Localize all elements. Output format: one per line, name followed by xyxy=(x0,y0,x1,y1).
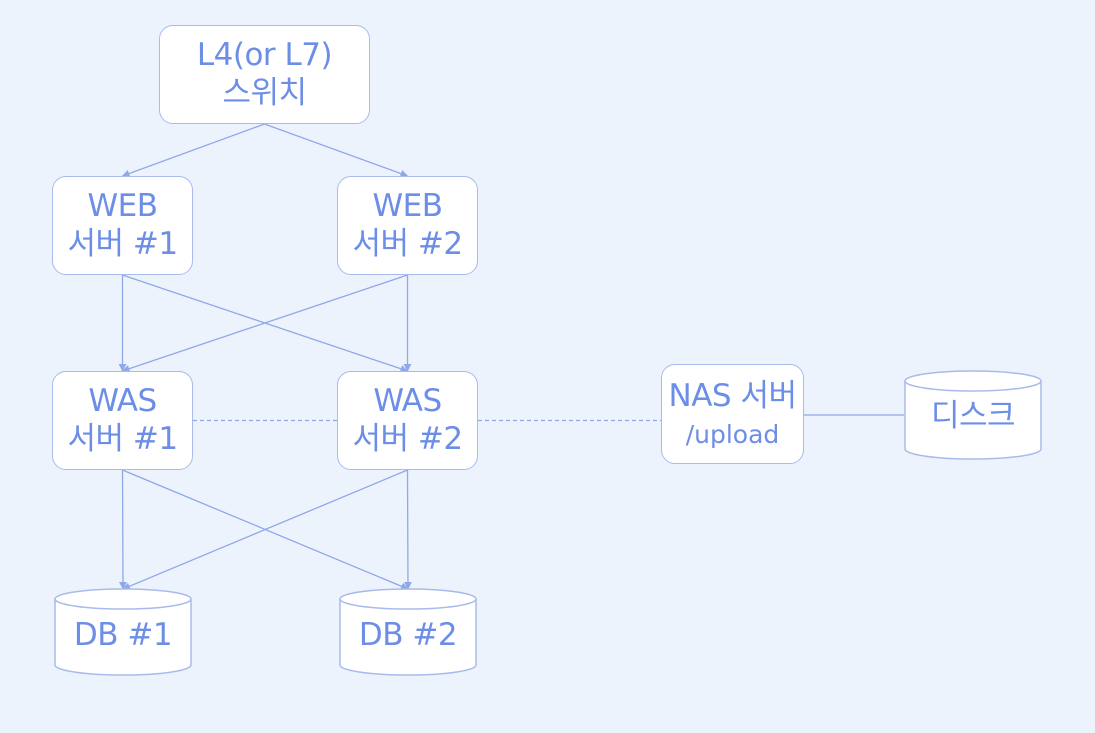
was1-label-line2: 서버 #1 xyxy=(67,420,178,457)
edge-switch-to-web2 xyxy=(264,123,409,178)
disk-cylinder-shape xyxy=(904,370,1042,460)
edge-was1-to-db1 xyxy=(119,469,127,590)
web2-label-line1: WEB xyxy=(372,187,443,224)
was1-label-line1: WAS xyxy=(88,382,157,419)
web-server-2-node: WEB 서버 #2 xyxy=(337,176,478,275)
was-server-2-node: WAS 서버 #2 xyxy=(337,371,478,470)
edge-was2-to-db2 xyxy=(404,469,412,590)
nas-label-line2: /upload xyxy=(685,419,780,449)
web-server-1-node: WEB 서버 #1 xyxy=(52,176,193,275)
web1-label-line1: WEB xyxy=(87,187,158,224)
db1-label: DB #1 xyxy=(73,617,173,654)
switch-label-line2: 스위치 xyxy=(222,74,307,111)
edge-was2-to-db1 xyxy=(122,469,408,590)
switch-label-line1: L4(or L7) xyxy=(196,36,333,73)
disk-label: 디스크 xyxy=(930,398,1016,435)
was2-label-line2: 서버 #2 xyxy=(352,420,463,457)
db-1-node: DB #1 xyxy=(54,588,192,676)
db2-cylinder-shape xyxy=(339,588,477,676)
edge-web2-to-was1 xyxy=(121,274,408,373)
edge-switch-to-web1 xyxy=(121,123,265,178)
db1-cylinder-shape xyxy=(54,588,192,676)
nas-server-node: NAS 서버 /upload xyxy=(661,364,804,464)
nas-label-line1: NAS 서버 xyxy=(668,377,797,414)
db2-label: DB #2 xyxy=(358,617,458,654)
was-server-1-node: WAS 서버 #1 xyxy=(52,371,193,470)
web2-label-line2: 서버 #2 xyxy=(352,225,463,262)
was2-label-line1: WAS xyxy=(373,382,442,419)
l4-l7-switch-node: L4(or L7) 스위치 xyxy=(159,25,370,124)
db-2-node: DB #2 xyxy=(339,588,477,676)
web1-label-line2: 서버 #1 xyxy=(67,225,178,262)
disk-storage-node: 디스크 xyxy=(904,370,1042,460)
